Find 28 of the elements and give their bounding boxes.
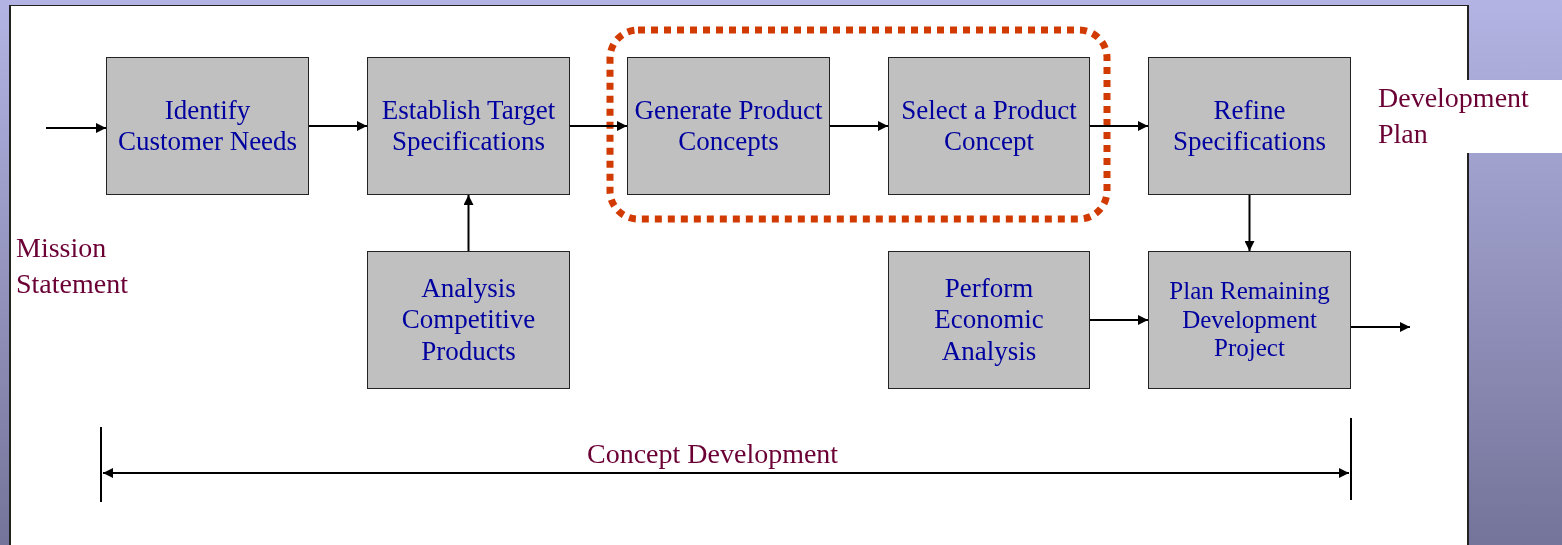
arrow [1089, 315, 1149, 325]
step-text: Refine Specifications [1172, 94, 1327, 158]
step-text: Select a Product Concept [900, 94, 1078, 158]
process-box [888, 251, 1090, 389]
io-label: Development Plan [1378, 80, 1562, 153]
process-box [888, 57, 1090, 195]
step-text: Plan Remaining Development Project [1168, 276, 1331, 364]
process-box [367, 251, 570, 389]
arrow [569, 121, 628, 131]
step-text: Identify Customer Needs [116, 94, 299, 158]
step-text: Establish Target Specifications [380, 94, 557, 158]
arrow [308, 121, 368, 131]
step-text: Analysis Competitive Products [400, 273, 537, 367]
arrow [829, 121, 889, 131]
arrow [1350, 322, 1411, 332]
arrow [45, 123, 107, 133]
process-box [1148, 57, 1351, 195]
process-box [106, 57, 309, 195]
step-text: Perform Economic Analysis [933, 273, 1045, 367]
arrow [1244, 194, 1255, 252]
process-box [1148, 251, 1351, 389]
phase-label: Concept Development [587, 437, 840, 471]
step-text: Generate Product Concepts [633, 94, 824, 158]
arrow [463, 194, 474, 252]
process-box [627, 57, 830, 195]
process-box [367, 57, 570, 195]
io-label: Mission Statement [16, 231, 129, 302]
arrow [1089, 121, 1149, 131]
